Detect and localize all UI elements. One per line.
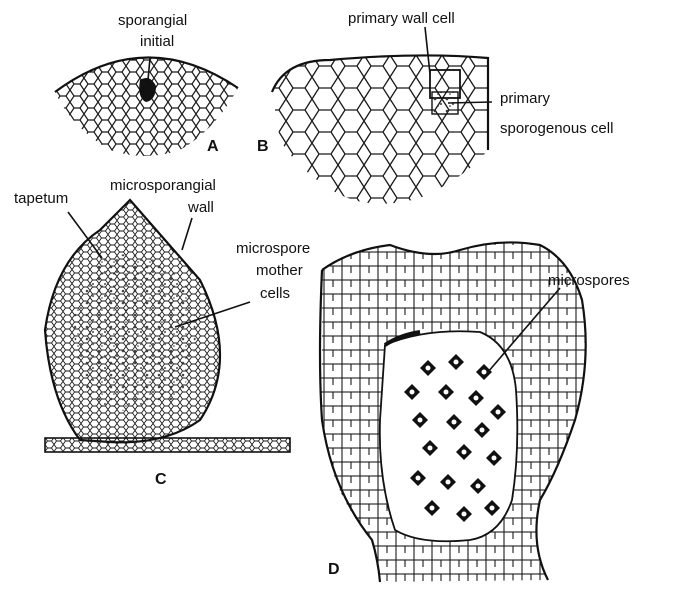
microspore-mother-label-line3: cells [260, 285, 290, 302]
primary-sporogenous-pointer [448, 102, 492, 103]
microsporangial-wall-label-line1: microsporangial [110, 177, 216, 194]
primary-sporogenous-label-line2: sporogenous cell [500, 120, 613, 137]
panel-b-letter: B [257, 138, 269, 155]
microsporangial-wall-label-line2: wall [187, 199, 214, 216]
primary-wall-cell-label: primary wall cell [348, 10, 455, 27]
microspores-label: microspores [548, 272, 630, 289]
microspore-mother-label-line1: microspore [236, 240, 310, 257]
microspore-mother-label-line2: mother [256, 262, 303, 279]
panel-a: sporangial initial A [40, 12, 250, 170]
sporophyll-base [45, 438, 290, 452]
microsporangial-wall-pointer [182, 218, 192, 250]
sporangial-initial-label-line2: initial [140, 33, 174, 50]
panel-b: primary wall cell primary sporogenous ce… [257, 10, 613, 220]
primary-sporogenous-label-line1: primary [500, 90, 551, 107]
panel-a-letter: A [207, 138, 219, 155]
sporangial-initial-label-line1: sporangial [118, 12, 187, 29]
panel-d: microspores D [318, 240, 630, 585]
panel-c-letter: C [155, 471, 167, 488]
tapetum-label: tapetum [14, 190, 68, 207]
panel-d-letter: D [328, 561, 340, 578]
panel-c: tapetum microsporangial wall microspore … [14, 177, 310, 488]
microspore-mother-cells-mass [74, 254, 195, 410]
